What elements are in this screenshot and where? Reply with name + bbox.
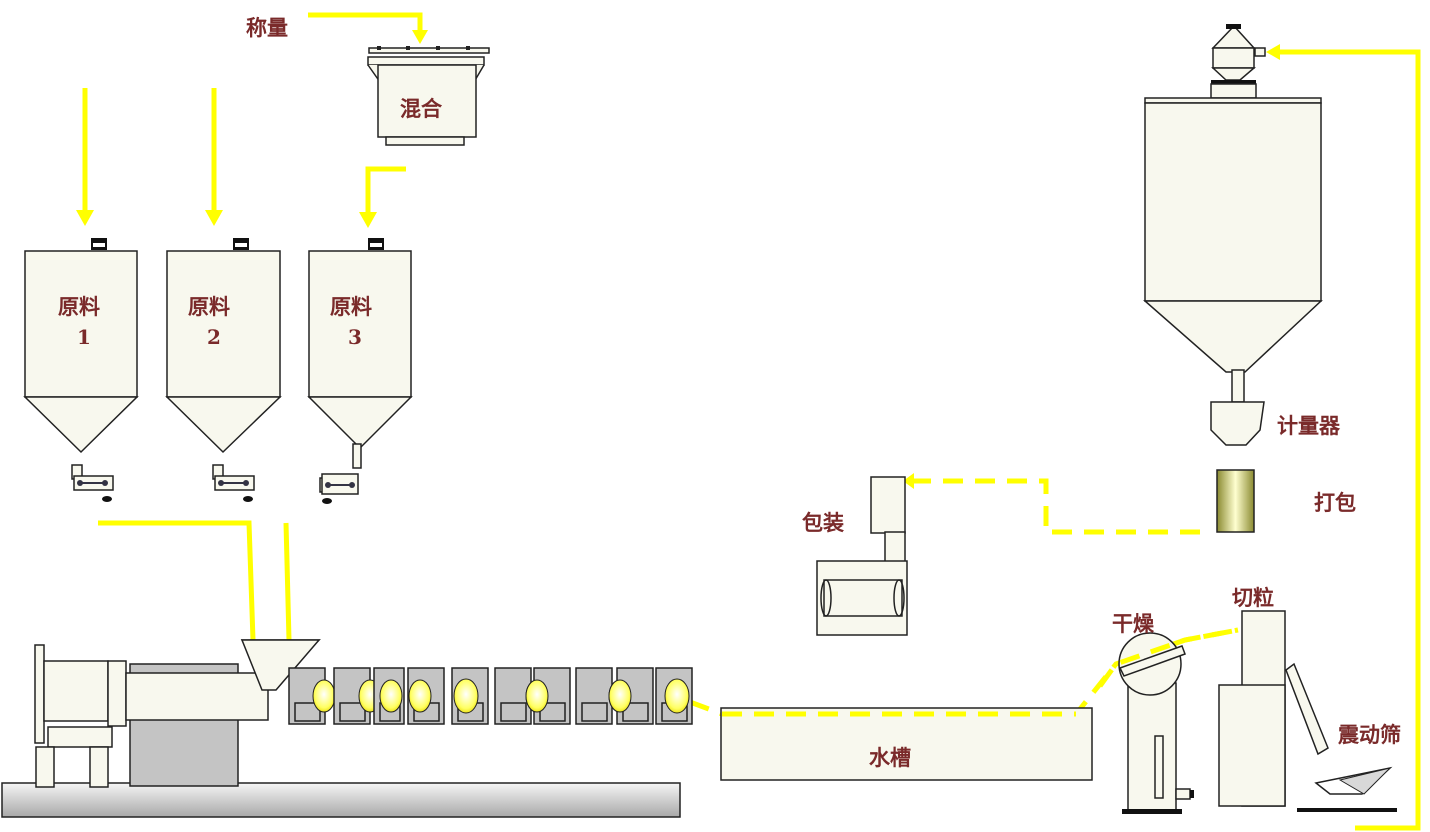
label-pelletizing: 切粒 bbox=[1232, 585, 1274, 610]
extruder-base bbox=[1, 782, 681, 818]
label-packaging: 包装 bbox=[802, 510, 844, 535]
packing-bag: 打包 bbox=[1216, 469, 1356, 533]
label-raw3-name: 原料 bbox=[330, 294, 372, 319]
metering-device bbox=[1210, 401, 1265, 446]
arrow-to-mixer bbox=[412, 30, 428, 44]
silo-1: 原料 1 bbox=[23, 238, 139, 454]
label-packing-bag: 打包 bbox=[1314, 490, 1356, 515]
dryer: 干燥 bbox=[1097, 611, 1239, 814]
arrow-silo-3 bbox=[359, 212, 377, 228]
barrel-heaters bbox=[288, 667, 693, 725]
pelletizer: 切粒 bbox=[1218, 585, 1286, 807]
water-tank: 水槽 bbox=[720, 707, 1093, 781]
arrow-return bbox=[1266, 44, 1280, 60]
label-raw2-name: 原料 bbox=[188, 294, 230, 319]
label-water-tank: 水槽 bbox=[869, 745, 911, 770]
flow-feeder-to-hopper-b bbox=[283, 522, 292, 641]
feeder-2 bbox=[212, 464, 255, 502]
flow-return-to-silo bbox=[1276, 49, 1421, 831]
label-raw3-num: 3 bbox=[348, 325, 362, 349]
label-drying: 干燥 bbox=[1112, 611, 1155, 636]
feeder-3 bbox=[319, 473, 359, 504]
silo-3: 原料 3 bbox=[307, 238, 413, 469]
packaging-machine: 包装 bbox=[802, 476, 908, 636]
silo-2: 原料 2 bbox=[165, 238, 282, 454]
label-weighing: 称量 bbox=[246, 15, 288, 40]
label-raw1-num: 1 bbox=[77, 325, 91, 349]
feeder-1 bbox=[71, 464, 114, 502]
product-silo: 计量器 bbox=[1143, 24, 1341, 446]
flow-feeder-to-hopper-a bbox=[98, 520, 256, 641]
vibrating-screen: 震动筛 bbox=[1285, 662, 1401, 812]
label-vibrating-screen: 震动筛 bbox=[1338, 722, 1401, 747]
mixer: 混合 bbox=[367, 46, 490, 146]
flow-lines bbox=[76, 12, 1421, 831]
arrow-packaging bbox=[903, 473, 914, 489]
flow-to-packaging bbox=[910, 478, 1200, 535]
flow-mixer-to-silo-3 bbox=[365, 166, 406, 216]
label-metering: 计量器 bbox=[1277, 413, 1341, 438]
extruder bbox=[1, 639, 693, 818]
flow-strand bbox=[689, 627, 1239, 717]
flow-weigh-to-mixer bbox=[308, 12, 423, 32]
label-raw2-num: 2 bbox=[207, 325, 221, 349]
label-mixing: 混合 bbox=[400, 96, 443, 121]
arrow-silo-2 bbox=[205, 210, 223, 226]
arrow-silo-1 bbox=[76, 210, 94, 226]
label-raw1-name: 原料 bbox=[58, 294, 100, 319]
